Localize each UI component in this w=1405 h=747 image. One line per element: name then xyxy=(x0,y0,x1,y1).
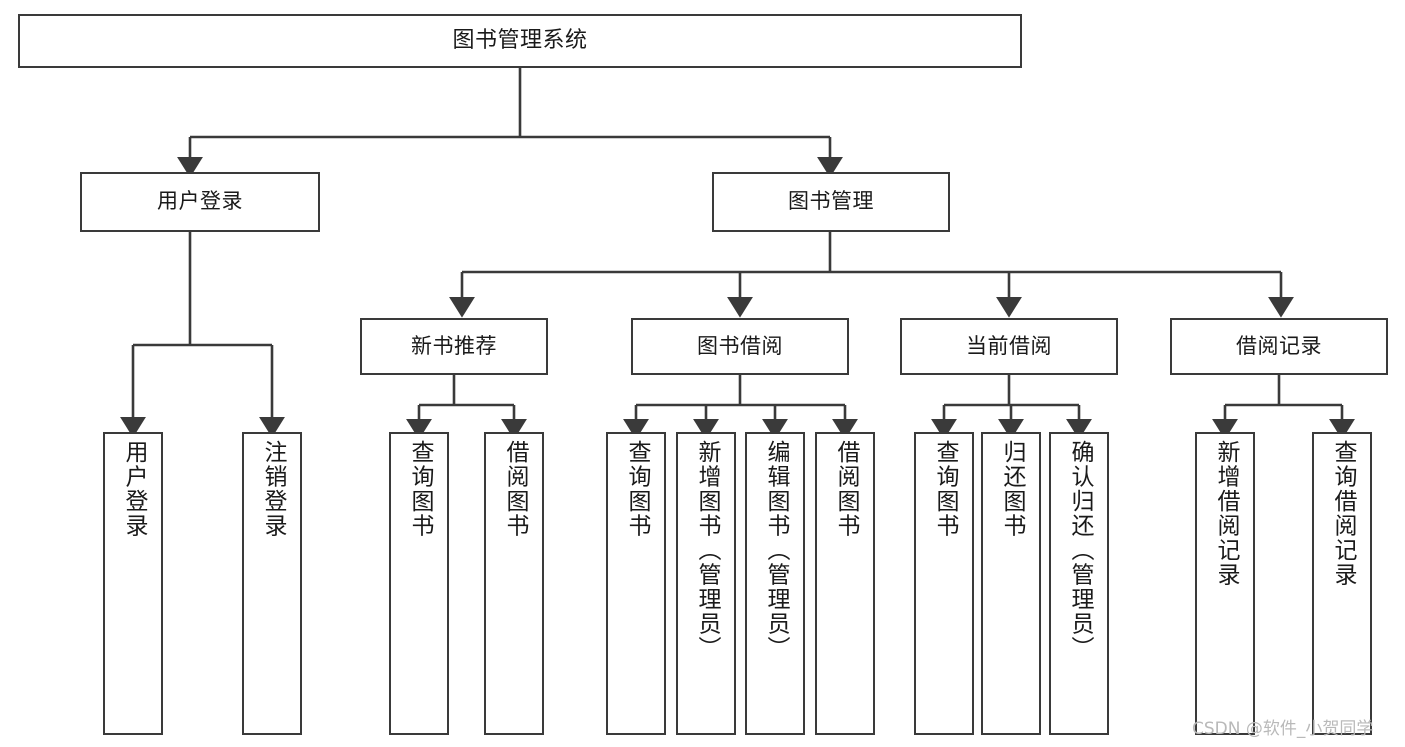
node-label: 新增图书（管理员） xyxy=(693,440,720,661)
node-label: 注销登录 xyxy=(259,440,286,538)
leaf-book-borrow-edit[interactable]: 编辑图书（管理员） xyxy=(745,432,805,735)
node-label: 新书推荐 xyxy=(411,333,497,358)
leaf-current-borrow-return[interactable]: 归还图书 xyxy=(981,432,1041,735)
leaf-book-borrow-borrow[interactable]: 借阅图书 xyxy=(815,432,875,735)
leaf-book-borrow-query[interactable]: 查询图书 xyxy=(606,432,666,735)
node-label: 借阅图书 xyxy=(501,440,528,538)
node-label: 图书借阅 xyxy=(697,333,783,358)
node-book-management[interactable]: 图书管理 xyxy=(712,172,950,232)
node-label: 用户登录 xyxy=(157,189,243,214)
node-label: 确认归还（管理员） xyxy=(1066,440,1093,661)
leaf-book-borrow-add[interactable]: 新增图书（管理员） xyxy=(676,432,736,735)
leaf-current-borrow-query[interactable]: 查询图书 xyxy=(914,432,974,735)
node-label: 查询图书 xyxy=(623,440,650,538)
leaf-current-borrow-confirm-return[interactable]: 确认归还（管理员） xyxy=(1049,432,1109,735)
node-label: 归还图书 xyxy=(998,440,1025,538)
node-label: 查询图书 xyxy=(931,440,958,538)
node-label: 图书管理系统 xyxy=(452,27,588,53)
node-label: 借阅记录 xyxy=(1236,333,1322,358)
leaf-user-login-login[interactable]: 用户登录 xyxy=(103,432,163,735)
node-borrow-record[interactable]: 借阅记录 xyxy=(1170,318,1388,375)
leaf-borrow-record-add[interactable]: 新增借阅记录 xyxy=(1195,432,1255,735)
node-current-borrow[interactable]: 当前借阅 xyxy=(900,318,1118,375)
node-label: 查询借阅记录 xyxy=(1329,440,1356,587)
node-label: 借阅图书 xyxy=(832,440,859,538)
node-label: 查询图书 xyxy=(406,440,433,538)
leaf-user-login-logout[interactable]: 注销登录 xyxy=(242,432,302,735)
node-label: 用户登录 xyxy=(120,440,147,538)
node-new-book-recommend[interactable]: 新书推荐 xyxy=(360,318,548,375)
node-user-login[interactable]: 用户登录 xyxy=(80,172,320,232)
node-book-borrow[interactable]: 图书借阅 xyxy=(631,318,849,375)
leaf-borrow-record-query[interactable]: 查询借阅记录 xyxy=(1312,432,1372,735)
leaf-new-book-query[interactable]: 查询图书 xyxy=(389,432,449,735)
csdn-watermark: CSDN @软件_小贺同学 xyxy=(1192,719,1374,739)
leaf-new-book-borrow[interactable]: 借阅图书 xyxy=(484,432,544,735)
node-label: 当前借阅 xyxy=(966,333,1052,358)
node-label: 图书管理 xyxy=(788,189,874,214)
node-label: 编辑图书（管理员） xyxy=(762,440,789,661)
node-label: 新增借阅记录 xyxy=(1212,440,1239,587)
node-root-system[interactable]: 图书管理系统 xyxy=(18,14,1022,68)
